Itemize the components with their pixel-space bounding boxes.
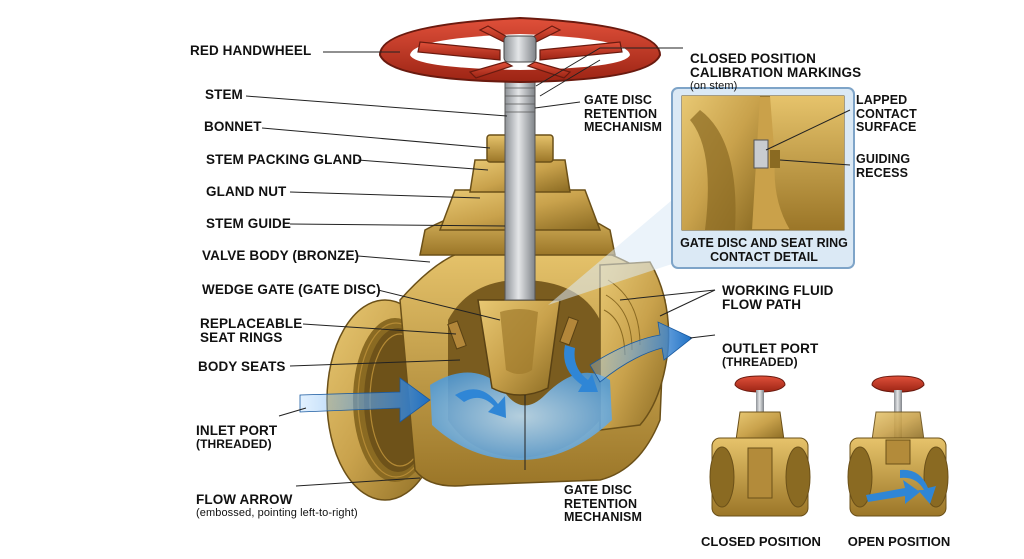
label-bonnet: BONNET bbox=[204, 119, 262, 134]
stem bbox=[504, 59, 536, 301]
closed-thumbnail bbox=[709, 375, 811, 517]
body-seats bbox=[447, 316, 579, 350]
leader-lines bbox=[245, 47, 851, 487]
handwheel bbox=[378, 16, 662, 84]
label-working-fluid: WORKING FLUID FLOW PATH bbox=[722, 283, 834, 312]
label-guiding-recess: GUIDING RECESS bbox=[856, 152, 911, 180]
label-body-seats: BODY SEATS bbox=[198, 359, 286, 374]
label-outlet-port: OUTLET PORT (THREADED) bbox=[722, 328, 818, 383]
outlet-flow-arrow bbox=[589, 321, 693, 383]
label-valve-body: VALVE BODY (BRONZE) bbox=[202, 248, 360, 263]
inlet-port-sub: (THREADED) bbox=[196, 437, 272, 451]
flow-arrow-title: FLOW ARROW bbox=[196, 492, 293, 507]
closed-markings-sub: (on stem) bbox=[690, 80, 738, 92]
outlet-port-sub: (THREADED) bbox=[722, 355, 798, 369]
label-gland-nut: GLAND NUT bbox=[206, 184, 287, 199]
caption-closed-position: CLOSED POSITION bbox=[701, 534, 821, 549]
label-lapped-contact: LAPPED CONTACT SURFACE bbox=[856, 93, 917, 134]
label-stem-packing-gland: STEM PACKING GLAND bbox=[206, 152, 363, 167]
label-stem-guide: STEM GUIDE bbox=[206, 216, 292, 231]
label-red-handwheel: RED HANDWHEEL bbox=[190, 43, 312, 58]
label-inlet-port: INLET PORT (THREADED) bbox=[196, 410, 277, 465]
inlet-flow-arrow bbox=[299, 377, 431, 423]
flow-arrow-sub: (embossed, pointing left-to-right) bbox=[196, 507, 358, 519]
label-flow-arrow: FLOW ARROW (embossed, pointing left-to-r… bbox=[196, 479, 358, 534]
main-valve bbox=[299, 16, 693, 501]
label-detail-caption: GATE DISC AND SEAT RING CONTACT DETAIL bbox=[680, 236, 848, 264]
closed-markings-title: CLOSED POSITION CALIBRATION MARKINGS bbox=[690, 51, 862, 80]
caption-open-position: OPEN POSITION bbox=[847, 534, 951, 549]
label-stem: STEM bbox=[205, 87, 243, 102]
label-wedge-gate: WEDGE GATE (GATE DISC) bbox=[202, 282, 381, 297]
label-seat-rings: REPLACEABLE SEAT RINGS bbox=[200, 316, 303, 345]
label-retention-top: GATE DISC RETENTION MECHANISM bbox=[584, 93, 662, 134]
inlet-port-title: INLET PORT bbox=[196, 423, 278, 438]
label-retention-bottom: GATE DISC RETENTION MECHANISM bbox=[564, 483, 642, 524]
outlet-port-title: OUTLET PORT bbox=[722, 341, 819, 356]
open-thumbnail bbox=[847, 375, 949, 517]
label-closed-markings: CLOSED POSITION CALIBRATION MARKINGS (on… bbox=[690, 38, 861, 107]
